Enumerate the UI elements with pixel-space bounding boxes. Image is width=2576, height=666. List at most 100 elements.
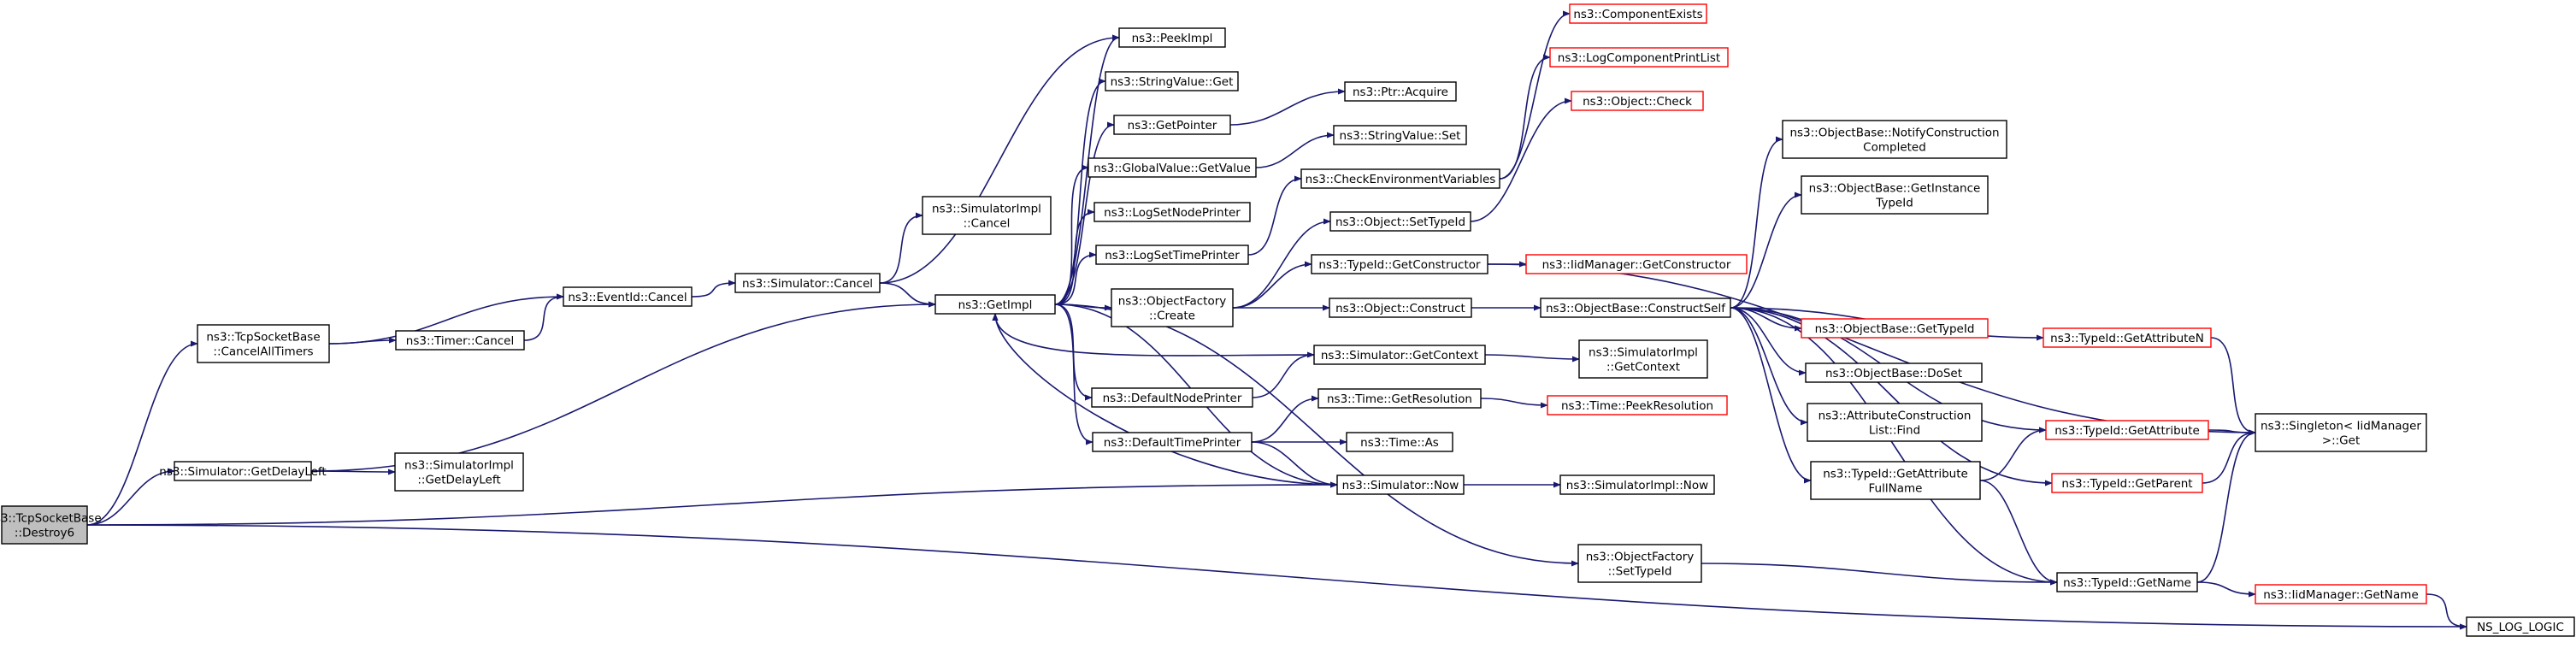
node-label: ns3::Simulator::Cancel [742,277,873,291]
node-objectbase_get_typeid[interactable]: ns3::ObjectBase::GetTypeId [1801,318,1989,339]
node-label: ns3::ObjectBase::ConstructSelf [1546,302,1726,315]
node-typeid_get_attribute_n[interactable]: ns3::TypeId::GetAttributeN [2043,327,2212,348]
node-label: NS_LOG_LOGIC [2477,621,2564,634]
node-eventid_cancel[interactable]: ns3::EventId::Cancel [563,286,693,307]
edge-typeid_get_attribute_fullname-to-typeid_get_attribute [1979,427,2047,481]
node-label: ns3::TcpSocketBase [206,331,320,345]
node-label: ns3::ObjectBase::GetInstance [1809,182,1981,196]
edge-destroy6-to-sim_now [86,481,1338,526]
edge-sim_cancel-to-get_impl [879,282,936,308]
node-label: ns3::Object::Construct [1335,302,1465,315]
node-object_set_typeid[interactable]: ns3::Object::SetTypeId [1329,211,1471,232]
edge-sim_now-to-get_impl [992,313,1338,486]
edge-sim_get_delay_left-to-simimpl_get_delay_left [310,469,396,475]
node-label: ns3::AttributeConstruction [1819,410,1972,423]
edge-globalvalue_getvalue-to-stringvalue_set [1255,132,1335,168]
node-sim_cancel[interactable]: ns3::Simulator::Cancel [734,273,881,293]
node-label: ns3::IidManager::GetName [2263,588,2419,602]
node-simimpl_now[interactable]: ns3::SimulatorImpl::Now [1559,474,1715,495]
edge-default_node_printer-to-sim_get_context [1252,351,1315,398]
node-label: FullName [1869,482,1923,496]
edge-get_impl-to-default_time_printer [1054,304,1093,445]
node-label: ns3::TcpSocketBase [0,512,102,526]
node-label: ns3::ObjectBase::GetTypeId [1815,322,1975,336]
node-iidmanager_get_constructor[interactable]: ns3::IidManager::GetConstructor [1525,254,1748,274]
node-label: ns3::TypeId::GetAttribute [1823,468,1968,481]
node-object_check[interactable]: ns3::Object::Check [1571,91,1704,111]
node-label: ns3::GetPointer [1128,119,1217,133]
node-label: ns3::Object::SetTypeId [1335,215,1465,229]
node-time_as[interactable]: ns3::Time::As [1346,432,1453,452]
node-sim_get_delay_left[interactable]: ns3::Simulator::GetDelayLeft [159,461,327,481]
node-iidmanager_get_name[interactable]: ns3::IidManager::GetName [2255,584,2427,604]
node-objectfactory_create[interactable]: ns3::ObjectFactory::Create [1111,288,1234,327]
node-label: ::SetTypeId [1608,565,1672,579]
node-label: ns3::GlobalValue::GetValue [1093,162,1251,175]
node-label: ns3::SimulatorImpl [932,203,1041,216]
node-time_peek_resolution[interactable]: ns3::Time::PeekResolution [1547,395,1728,416]
node-object_construct[interactable]: ns3::Object::Construct [1329,298,1472,318]
node-default_time_printer[interactable]: ns3::DefaultTimePrinter [1092,432,1253,452]
node-log_component_print_list[interactable]: ns3::LogComponentPrintList [1549,47,1729,68]
node-simimpl_get_delay_left[interactable]: ns3::SimulatorImpl::GetDelayLeft [394,452,524,492]
edge-default_time_printer-to-time_get_resolution [1251,395,1319,443]
node-peek_impl[interactable]: ns3::PeekImpl [1118,27,1226,48]
node-simimpl_get_context[interactable]: ns3::SimulatorImpl::GetContext [1578,339,1708,379]
node-cancel_all_timers[interactable]: ns3::TcpSocketBase::CancelAllTimers [197,324,330,363]
node-typeid_get_parent[interactable]: ns3::TypeId::GetParent [2051,473,2203,493]
node-label: ns3::ObjectBase::DoSet [1825,367,1962,380]
node-typeid_get_name[interactable]: ns3::TypeId::GetName [2056,572,2198,592]
edge-sim_get_delay_left-to-get_impl [310,301,936,472]
node-typeid_get_attribute[interactable]: ns3::TypeId::GetAttribute [2045,420,2209,440]
node-destroy6[interactable]: ns3::TcpSocketBase::Destroy6 [0,505,102,545]
node-singleton_get[interactable]: ns3::Singleton< IidManager>::Get [2255,413,2427,452]
call-edges [86,10,2467,630]
node-objectfactory_set_typeid[interactable]: ns3::ObjectFactory::SetTypeId [1577,544,1702,583]
node-stringvalue_get[interactable]: ns3::StringValue::Get [1105,71,1239,91]
node-ns_log_logic[interactable]: NS_LOG_LOGIC [2466,616,2575,637]
node-sim_get_context[interactable]: ns3::Simulator::GetContext [1313,345,1486,365]
node-simimpl_cancel[interactable]: ns3::SimulatorImpl::Cancel [922,196,1052,235]
edge-typeid_get_attribute-to-singleton_get [2208,429,2256,436]
node-objectbase_construct_self[interactable]: ns3::ObjectBase::ConstructSelf [1540,298,1731,318]
edge-destroy6-to-ns_log_logic [86,524,2467,630]
node-time_get_resolution[interactable]: ns3::Time::GetResolution [1317,388,1482,409]
node-label: ::GetDelayLeft [417,474,500,487]
node-log_set_time_printer[interactable]: ns3::LogSetTimePrinter [1095,245,1249,265]
node-typeid_get_constructor[interactable]: ns3::TypeId::GetConstructor [1311,254,1488,274]
node-label: ns3::Timer::Cancel [406,334,514,348]
node-ptr_acquire[interactable]: ns3::Ptr::Acquire [1344,81,1457,102]
node-get_impl[interactable]: ns3::GetImpl [934,294,1056,315]
edge-get_impl-to-globalvalue_getvalue [1054,164,1089,305]
node-label: ns3::DefaultNodePrinter [1103,392,1242,405]
node-stringvalue_set[interactable]: ns3::StringValue::Set [1333,125,1467,145]
node-default_node_printer[interactable]: ns3::DefaultNodePrinter [1091,387,1253,408]
node-get_pointer[interactable]: ns3::GetPointer [1113,115,1231,135]
edge-get_pointer-to-ptr_acquire [1229,88,1346,126]
node-component_exists[interactable]: ns3::ComponentExists [1569,3,1707,24]
node-objectbase_notify[interactable]: ns3::ObjectBase::NotifyConstructionCompl… [1782,120,2007,159]
edge-sim_get_context-to-get_impl [992,313,1315,357]
edge-typeid_get_attribute_n-to-singleton_get [2210,337,2256,436]
node-label: ns3::DefaultTimePrinter [1104,436,1241,450]
node-label: ns3::TypeId::GetConstructor [1318,258,1481,272]
node-objectbase_doset[interactable]: ns3::ObjectBase::DoSet [1805,362,1983,383]
node-globalvalue_getvalue[interactable]: ns3::GlobalValue::GetValue [1088,157,1257,178]
node-label: ::Create [1149,309,1195,323]
node-label: ns3::Simulator::GetDelayLeft [159,465,326,479]
node-check_env_vars[interactable]: ns3::CheckEnvironmentVariables [1300,168,1500,189]
node-log_set_node_printer[interactable]: ns3::LogSetNodePrinter [1093,202,1251,222]
node-sim_now[interactable]: ns3::Simulator::Now [1336,474,1465,495]
node-label: ::GetContext [1606,361,1680,374]
node-label: ns3::StringValue::Get [1111,75,1234,89]
edge-log_set_time_printer-to-check_env_vars [1247,175,1302,256]
node-label: ns3::EventId::Cancel [568,291,687,304]
edge-objectbase_construct_self-to-attr_construction_list_find [1730,307,1808,426]
node-label: ns3::ObjectFactory [1118,295,1227,309]
node-label: ns3::Ptr::Acquire [1353,85,1448,99]
node-timer_cancel[interactable]: ns3::Timer::Cancel [395,330,525,351]
edge-check_env_vars-to-log_component_print_list [1499,54,1551,180]
